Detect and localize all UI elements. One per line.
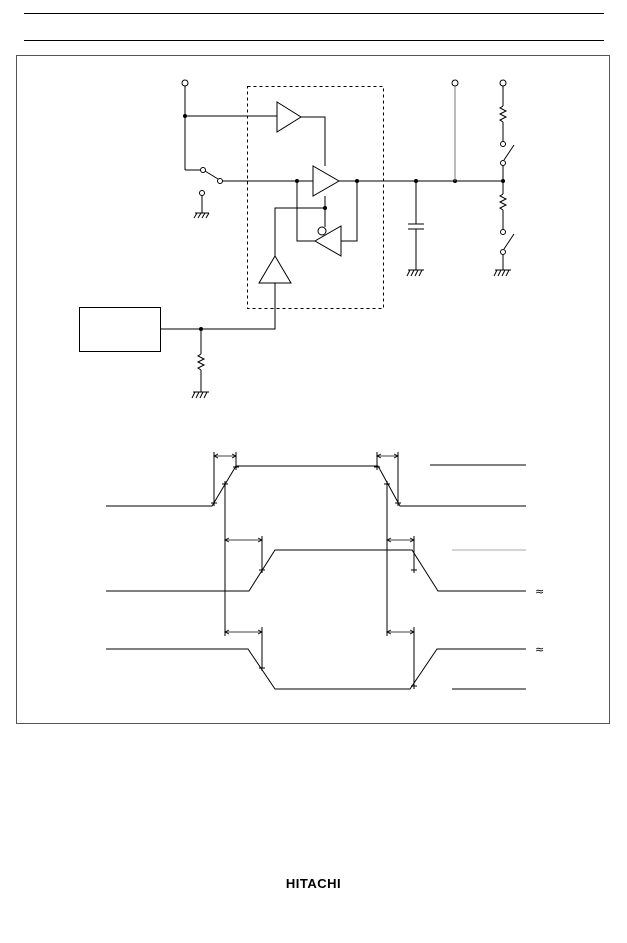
header-rule-top: [24, 13, 604, 14]
figure-frame: [16, 55, 610, 724]
input-buffer-top: [276, 101, 302, 133]
ground-symbol: [493, 269, 511, 277]
waveform-input: [106, 465, 526, 507]
output-buffer: [312, 165, 341, 197]
footer-brand-logo: HITACHI: [285, 876, 342, 891]
pull-down-resistor-right: [498, 193, 508, 211]
ground-symbol: [193, 212, 210, 219]
vcc-terminal-right: [499, 79, 507, 87]
inverter-bubble: [317, 226, 327, 236]
ground-symbol: [406, 269, 424, 277]
timing-arrows: [213, 453, 415, 635]
switch-terminal: [200, 167, 206, 173]
vcc-terminal-left: [181, 79, 189, 87]
pull-up-switch: [503, 144, 515, 161]
header-rule-bottom: [24, 40, 604, 41]
circuit-diagram: [79, 79, 515, 399]
timing-diagram: ≈ ≈: [106, 452, 544, 690]
waveform-output-fall: [106, 648, 526, 690]
approx-mark: ≈: [535, 585, 544, 598]
ground-symbol: [191, 391, 209, 399]
output-terminal: [451, 79, 459, 87]
pull-up-resistor: [498, 105, 508, 123]
switch-blade: [204, 170, 219, 180]
control-buffer: [258, 255, 292, 284]
dashed-internal-block: [247, 86, 384, 309]
control-block: [79, 307, 161, 352]
pull-down-switch: [503, 233, 515, 250]
pull-down-resistor: [196, 353, 206, 371]
approx-mark: ≈: [535, 643, 544, 656]
waveform-output-rise: [106, 549, 526, 592]
